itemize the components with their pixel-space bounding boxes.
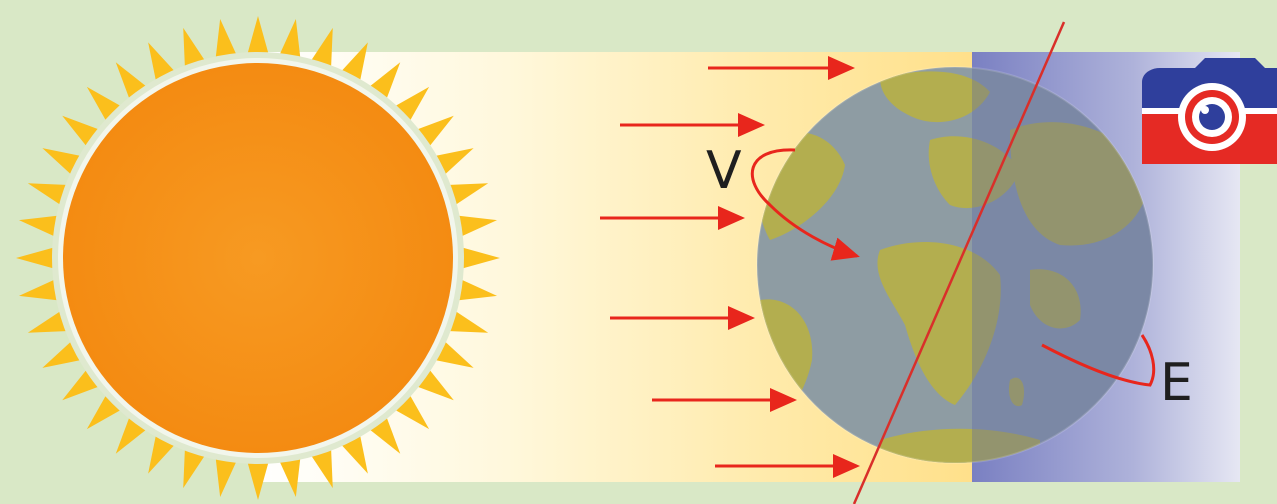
sun-ray xyxy=(246,457,270,500)
sun-ray xyxy=(16,246,59,270)
sun-icon xyxy=(16,16,500,500)
sunlight-arrows xyxy=(600,56,860,478)
rotation-arc-e xyxy=(1041,334,1156,387)
sun-ray xyxy=(215,453,239,498)
camera-icon[interactable] xyxy=(1142,58,1277,164)
label-e: E xyxy=(1160,353,1193,413)
rotation-arrow-v xyxy=(751,148,860,261)
earth-axis-line xyxy=(852,21,1066,504)
sun-ray xyxy=(18,215,63,239)
sun-ray xyxy=(453,277,498,301)
label-v: V xyxy=(706,141,742,201)
sun-ray xyxy=(453,215,498,239)
sun-ray xyxy=(215,18,239,63)
sun-ray xyxy=(457,246,500,270)
sun-ray xyxy=(18,277,63,301)
sun-ray xyxy=(277,18,301,63)
sun-ray xyxy=(246,16,270,59)
sun-ray xyxy=(277,453,301,498)
